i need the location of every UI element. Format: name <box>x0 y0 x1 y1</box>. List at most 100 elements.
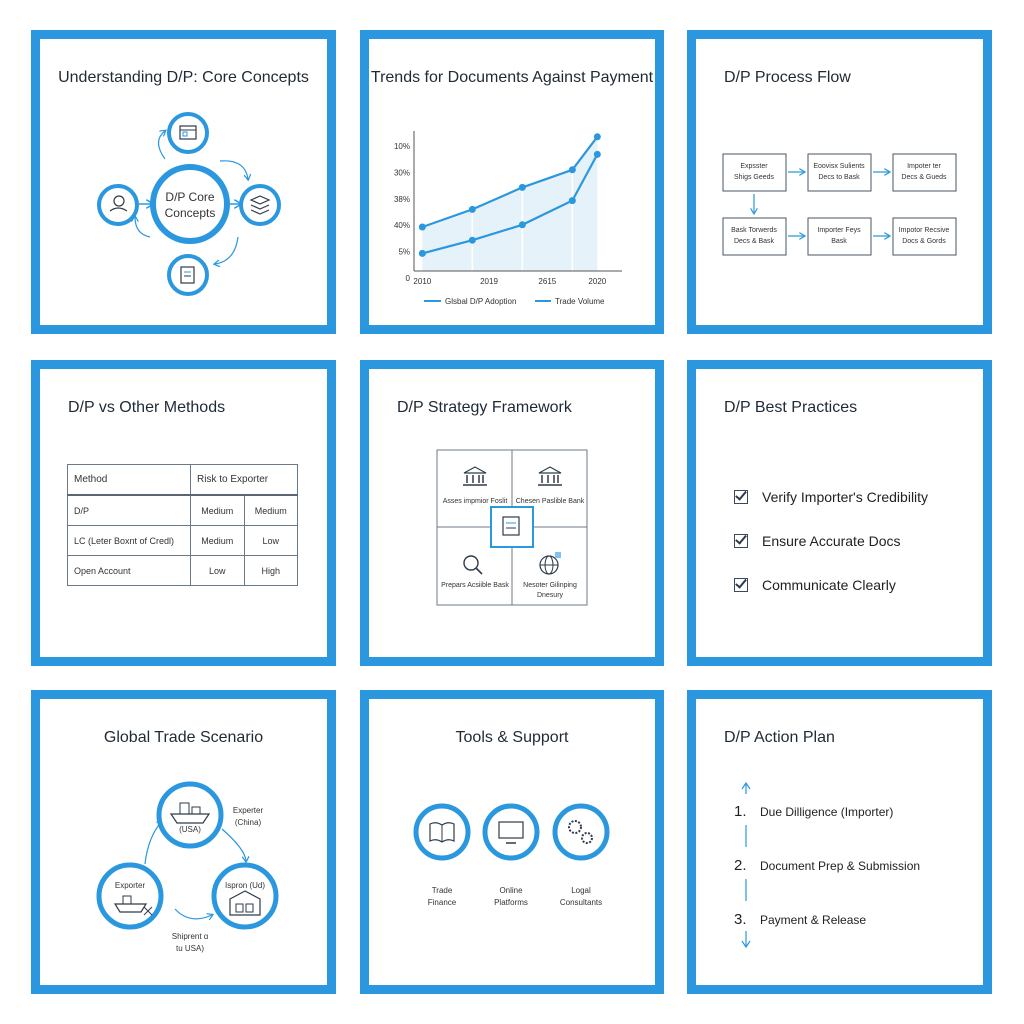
data-point <box>518 183 526 191</box>
card-title: Global Trade Scenario <box>103 729 264 746</box>
checklist-item: Communicate Clearly <box>734 577 896 593</box>
data-point <box>418 249 426 257</box>
checkbox-icon <box>734 534 748 548</box>
contract-icon <box>167 254 209 296</box>
card-title: D/P Action Plan <box>724 729 835 746</box>
scenario-top-label: Experter <box>233 806 264 815</box>
process-step-line1: Impoter ter <box>907 163 942 170</box>
x-tick-label: 2020 <box>588 277 606 286</box>
process-step-line1: Eoovisx Sulients <box>813 163 865 170</box>
scenario-bottom-label: tu USA) <box>176 944 204 953</box>
checklist-text: Verify Importer's Credibility <box>762 489 929 505</box>
scenario-right-label: Ispron (Ud) <box>225 881 265 890</box>
process-step-line2: Bask <box>831 238 847 245</box>
card-title: Trends for Documents Against Payment <box>370 69 654 86</box>
data-point <box>593 150 601 158</box>
plan-step-number: 2. <box>734 857 747 874</box>
tools-diagram: Trade Finance Online Platforms Logal Con… <box>413 803 610 907</box>
card-title: D/P vs Other Methods <box>68 399 226 416</box>
data-point <box>518 221 526 229</box>
checkbox-icon <box>734 490 748 504</box>
warehouse-icon: Ispron (Ud) <box>211 862 279 930</box>
card-title: D/P Process Flow <box>724 69 851 86</box>
x-tick-label: 2615 <box>538 277 556 286</box>
process-step-line2: Decs & Bask <box>734 238 775 245</box>
x-tick-label: 2010 <box>413 277 431 286</box>
process-step: Bask Torwerds Decs & Bask <box>722 217 787 256</box>
card-best-practices: D/P Best Practices Verify Importer's Cre… <box>687 360 992 666</box>
quadrant-label: Nesoter Gilinping <box>523 582 577 589</box>
tool-label: Online <box>499 886 523 895</box>
table-cell: D/P <box>67 494 191 526</box>
legend-label: Trade Volume <box>555 297 605 306</box>
data-point <box>468 236 476 244</box>
card-process-flow: D/P Process Flow Expsster Shigs Geeds Eo… <box>687 30 992 334</box>
plan-step: 2. Document Prep & Submission <box>734 857 920 874</box>
process-step-line1: Importer Feys <box>817 227 861 234</box>
table-cell: Low <box>190 555 245 586</box>
core-center-line1: D/P Core <box>165 190 214 204</box>
scenario-top-label: (China) <box>235 818 262 827</box>
plan-step-text: Due Dilligence (Importer) <box>760 805 894 819</box>
card-title: Tools & Support <box>455 729 569 746</box>
scenario-bottom-label: Shiprent ɑ <box>172 932 208 941</box>
table-cell: Medium <box>190 525 245 556</box>
checklist-item: Verify Importer's Credibility <box>734 489 928 505</box>
card-trends-chart: Trends for Documents Against Payment 10%… <box>360 30 664 334</box>
core-concepts-diagram: D/P Core Concepts <box>97 112 281 296</box>
plan-timeline <box>741 781 751 949</box>
tool-label: Platforms <box>494 898 528 907</box>
card-methods-table: D/P vs Other Methods Method Risk to Expo… <box>31 360 336 666</box>
card-action-plan: D/P Action Plan 1. Due Dilligence (Impor… <box>687 690 992 994</box>
card-tools-support: Tools & Support Trade Finance Online Pla… <box>360 690 664 994</box>
plan-step-text: Document Prep & Submission <box>760 859 921 873</box>
monitor-icon <box>482 803 540 861</box>
y-tick-label: 0 <box>406 274 411 283</box>
scenario-top-inner: (USA) <box>179 825 201 834</box>
quadrant-label: Prepars Acsiible Bask <box>441 582 509 589</box>
process-flow-diagram: Expsster Shigs Geeds Eoovisx Sulients De… <box>722 153 957 256</box>
process-step-line1: Expsster <box>740 163 768 170</box>
table-header-row: Method Risk to Exporter <box>67 464 298 496</box>
data-point <box>468 205 476 213</box>
ship-icon: Exporter <box>96 862 164 930</box>
ship-icon: (USA) <box>156 781 224 849</box>
table-header-cell: Risk to Exporter <box>190 464 298 496</box>
plan-step-number: 3. <box>734 911 747 928</box>
process-step-line2: Docs & Gords <box>902 238 946 245</box>
process-step-line1: Impotor Recsive <box>899 227 950 234</box>
data-point <box>593 133 601 141</box>
checklist-icon <box>502 516 520 536</box>
card-title: D/P Strategy Framework <box>397 399 572 416</box>
globe-icon <box>539 552 561 575</box>
y-tick-label: 40% <box>394 221 410 230</box>
process-step: Impoter ter Decs & Gueds <box>892 153 957 192</box>
gears-icon <box>552 803 610 861</box>
process-step-line2: Decs & Gueds <box>901 174 947 181</box>
table-header-cell: Method <box>67 464 191 496</box>
bank-icon <box>538 466 562 486</box>
table-cell: Medium <box>243 494 298 526</box>
strategy-grid: Asses impmior Foslit Chesen Paslible Ban… <box>436 449 588 606</box>
tool-label: Consultants <box>560 898 602 907</box>
plan-step-text: Payment & Release <box>760 913 867 927</box>
y-tick-label: 38% <box>394 195 410 204</box>
trade-scenario-diagram: (USA) Experter (China) Exporter Ispron (… <box>96 781 279 953</box>
process-step: Importer Feys Bask <box>807 217 872 256</box>
table-row: Open Account Low High <box>67 555 298 586</box>
process-step-line2: Shigs Geeds <box>734 174 775 181</box>
plan-step: 3. Payment & Release <box>734 911 866 928</box>
process-step: Eoovisx Sulients Decs to Bask <box>807 153 872 192</box>
table-cell: LC (Leter Boxnt of Credl) <box>67 525 191 556</box>
y-tick-label: 5% <box>398 248 410 257</box>
data-point <box>418 223 426 231</box>
process-step: Impotor Recsive Docs & Gords <box>892 217 957 256</box>
chart-area <box>422 136 598 271</box>
data-point <box>568 166 576 174</box>
table-cell: Open Account <box>67 555 191 586</box>
card-trade-scenario: Global Trade Scenario (USA) Experter (Ch… <box>31 690 336 994</box>
quadrant-label: Dnesury <box>537 592 564 599</box>
book-icon <box>413 803 471 861</box>
checklist-item: Ensure Accurate Docs <box>734 533 901 549</box>
